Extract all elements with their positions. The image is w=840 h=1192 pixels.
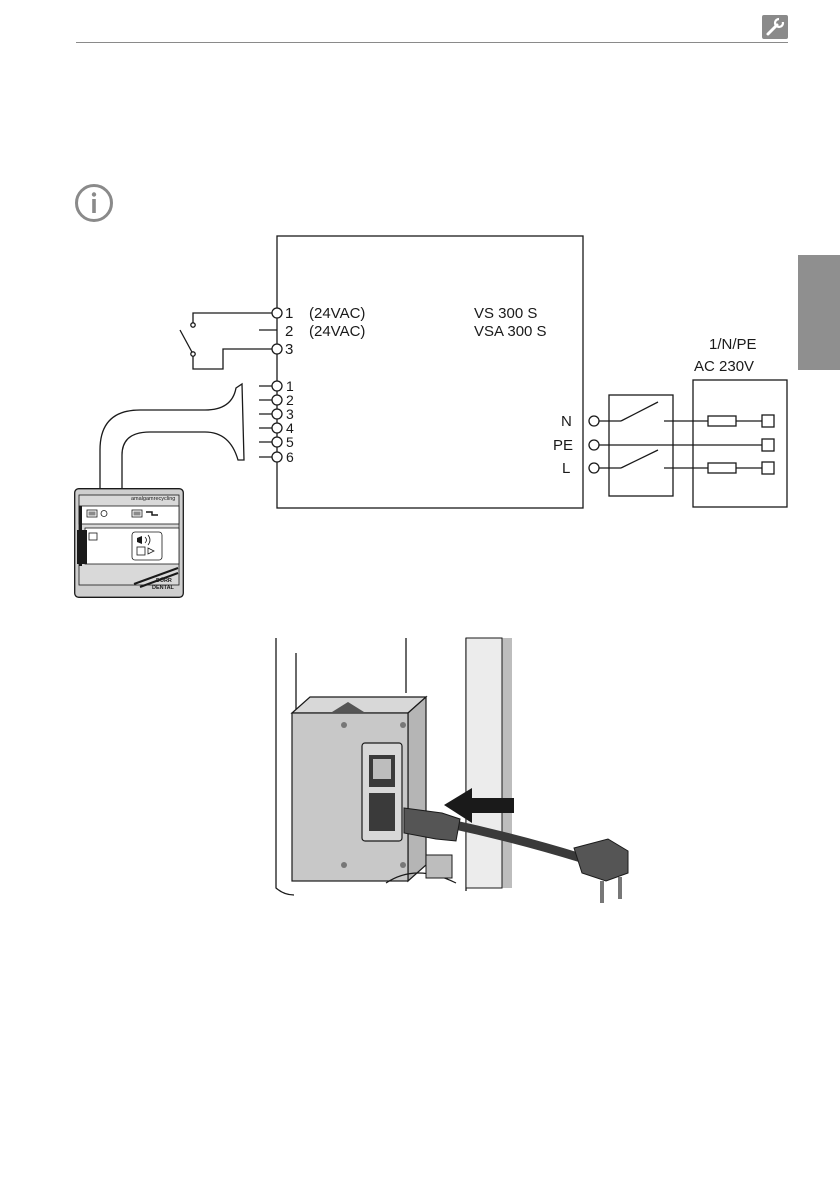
- terminal-label: 2: [285, 324, 293, 339]
- mains-terminal-label: L: [562, 461, 570, 476]
- wrench-icon: [762, 15, 788, 39]
- power-connection-drawing: [266, 633, 666, 933]
- terminal-label: 2: [286, 393, 294, 407]
- terminal-label: 4: [286, 421, 294, 435]
- display-panel: amalgamrecycling DÜRR DENTAL: [74, 488, 184, 598]
- terminal-label: 3: [286, 407, 294, 421]
- voltage-label: (24VAC): [309, 324, 365, 339]
- mains-terminal-label: PE: [553, 438, 573, 453]
- terminal-label: 3: [285, 342, 293, 357]
- header-rule: [76, 42, 788, 43]
- terminal-label: 5: [286, 435, 294, 449]
- supply-label: 1/N/PE: [709, 337, 757, 352]
- voltage-label: (24VAC): [309, 306, 365, 321]
- brand-logo-text: DENTAL: [152, 586, 174, 592]
- model-name: VS 300 S: [474, 306, 537, 321]
- model-name: VSA 300 S: [474, 324, 547, 339]
- info-icon: [74, 183, 114, 223]
- brand-logo-text: DÜRR: [156, 579, 172, 585]
- supply-label: AC 230V: [694, 359, 754, 374]
- wiring-diagram: 1 2 3 1 2 3 4 5 6 (24VAC) (24VAC) VS 300…: [0, 230, 840, 610]
- display-panel-title: amalgamrecycling: [131, 497, 175, 503]
- mains-terminal-label: N: [561, 414, 572, 429]
- power-connection-illustration: [266, 633, 666, 933]
- terminal-label: 1: [285, 306, 293, 321]
- terminal-label: 6: [286, 450, 294, 464]
- terminal-label: 1: [286, 379, 294, 393]
